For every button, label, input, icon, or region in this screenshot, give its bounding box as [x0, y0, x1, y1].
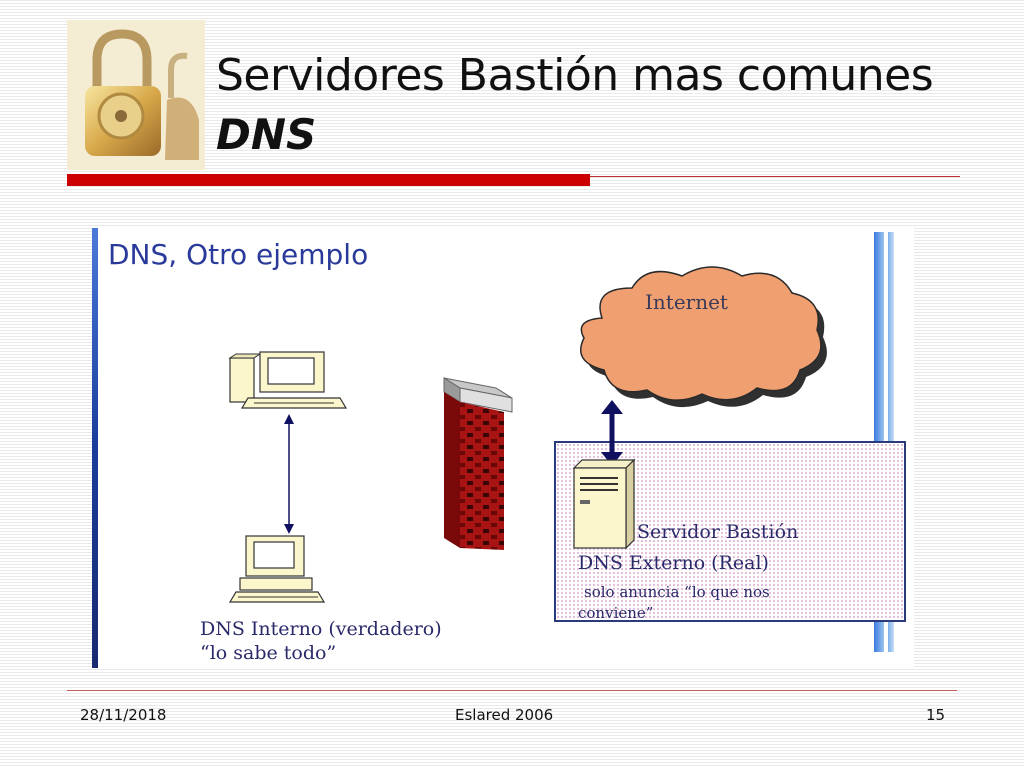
- bastion-internet-arrow: [601, 400, 623, 466]
- slide-subtitle: DNS: [216, 110, 317, 159]
- internet-cloud: [580, 266, 827, 408]
- client-computer-icon: [228, 351, 348, 409]
- internal-dns-label: DNS Interno (verdadero): [200, 618, 442, 640]
- internet-label: Internet: [645, 290, 728, 314]
- internal-dns-note: “lo sabe todo”: [200, 642, 337, 664]
- panel-left-bar: [92, 228, 98, 668]
- title-rule-thin: [590, 176, 960, 177]
- padlock-icon: [67, 20, 205, 170]
- external-dns-note-line2: conviene”: [578, 604, 654, 622]
- internal-dns-computer-icon: [228, 535, 326, 603]
- internal-link-arrow: [284, 414, 294, 534]
- slide-title: Servidores Bastión mas comunes: [216, 50, 934, 101]
- footer-center-text: Eslared 2006: [455, 706, 554, 724]
- title-rule-red: [67, 174, 590, 186]
- diagram-heading: DNS, Otro ejemplo: [108, 238, 369, 271]
- external-dns-note-line1: solo anuncia “lo que nos: [584, 583, 770, 601]
- padlock-logo: [67, 20, 205, 170]
- footer-rule: [67, 690, 957, 691]
- diagram-panel: DNS, Otro ejemplo Internet Servidor Bast…: [92, 228, 914, 668]
- bastion-server-icon: [572, 458, 636, 550]
- footer-date: 28/11/2018: [80, 706, 167, 724]
- bastion-label: Servidor Bastión: [637, 521, 799, 543]
- firewall-icon: [443, 377, 513, 550]
- page-number: 15: [926, 706, 946, 724]
- external-dns-label: DNS Externo (Real): [578, 552, 769, 574]
